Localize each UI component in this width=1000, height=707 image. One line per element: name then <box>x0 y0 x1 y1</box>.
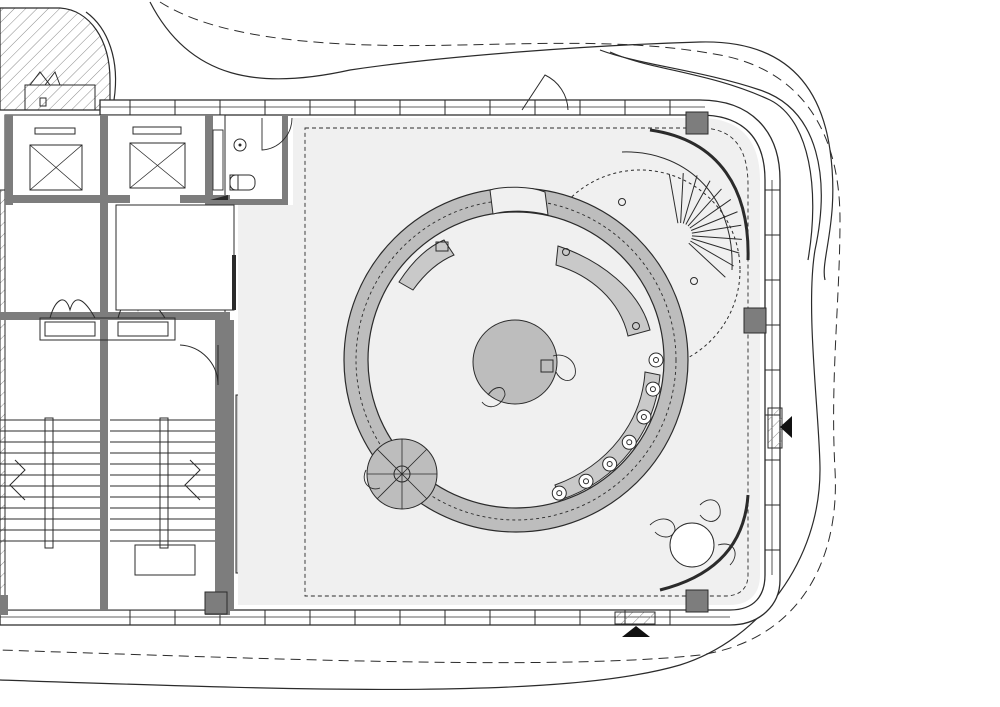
section-marker-south <box>622 626 650 637</box>
banquette-small <box>398 239 455 291</box>
toilet-room <box>210 117 293 200</box>
column <box>685 589 709 613</box>
bar-stool <box>648 352 664 368</box>
service-core <box>0 114 288 615</box>
section-marker-east <box>780 416 792 438</box>
spiral-stair-rail <box>621 151 733 271</box>
spiral-tread <box>680 173 684 224</box>
terrace-outline <box>0 1 834 691</box>
spiral-tread <box>688 242 726 278</box>
bar-stool-seat <box>649 386 656 393</box>
spiral-tread <box>689 199 732 229</box>
spiral-tread <box>690 240 734 267</box>
entrance-door <box>521 74 569 111</box>
curved-counter <box>551 352 664 501</box>
dj-round-table <box>363 438 438 510</box>
bar-stool-seat <box>626 439 633 446</box>
stair-right <box>110 417 215 576</box>
spiral-tread <box>690 211 738 231</box>
elevator-right <box>129 126 186 189</box>
column <box>685 111 709 135</box>
curved-window-wall <box>649 128 750 592</box>
lobby <box>115 204 236 386</box>
basin-counter-top <box>24 70 96 111</box>
bar-stool-seat <box>606 461 613 468</box>
spiral-tread <box>682 175 698 224</box>
exterior-wall <box>0 99 781 626</box>
bar-stool-seat <box>556 490 563 497</box>
bar-stool <box>621 434 637 450</box>
stair-break-line <box>184 459 201 501</box>
bar-stool <box>551 485 567 501</box>
spiral-tread <box>691 235 742 240</box>
lounge-table <box>649 499 736 568</box>
bar-stool <box>578 473 594 489</box>
spiral-tread <box>668 173 679 224</box>
bar-stool <box>645 381 661 397</box>
spiral-tread <box>685 180 711 225</box>
spiral-post <box>690 277 698 285</box>
bar-stool <box>636 409 652 425</box>
hall-dashed-outline <box>304 127 749 597</box>
stair-landing <box>134 544 196 576</box>
window-hatch-right <box>614 407 783 625</box>
bar-stool-seat <box>583 478 589 485</box>
window-mullions <box>129 100 780 625</box>
central-round-table <box>472 319 576 408</box>
stair-left <box>0 417 100 549</box>
stair-handrail <box>159 417 169 549</box>
columns <box>204 111 767 615</box>
stair-handrail <box>44 417 54 549</box>
banquette-inner <box>555 245 651 337</box>
column <box>204 591 228 615</box>
spiral-tread <box>687 188 722 227</box>
stair-break-line <box>9 459 26 501</box>
dashed-boundary <box>0 1 841 664</box>
bar-stool-seat <box>653 357 659 363</box>
spiral-tread <box>691 224 742 234</box>
bar-stool-seat <box>640 413 647 420</box>
elevator-left <box>29 127 83 191</box>
spiral-post <box>618 198 626 206</box>
bar-stool <box>602 456 618 472</box>
column <box>743 307 767 334</box>
